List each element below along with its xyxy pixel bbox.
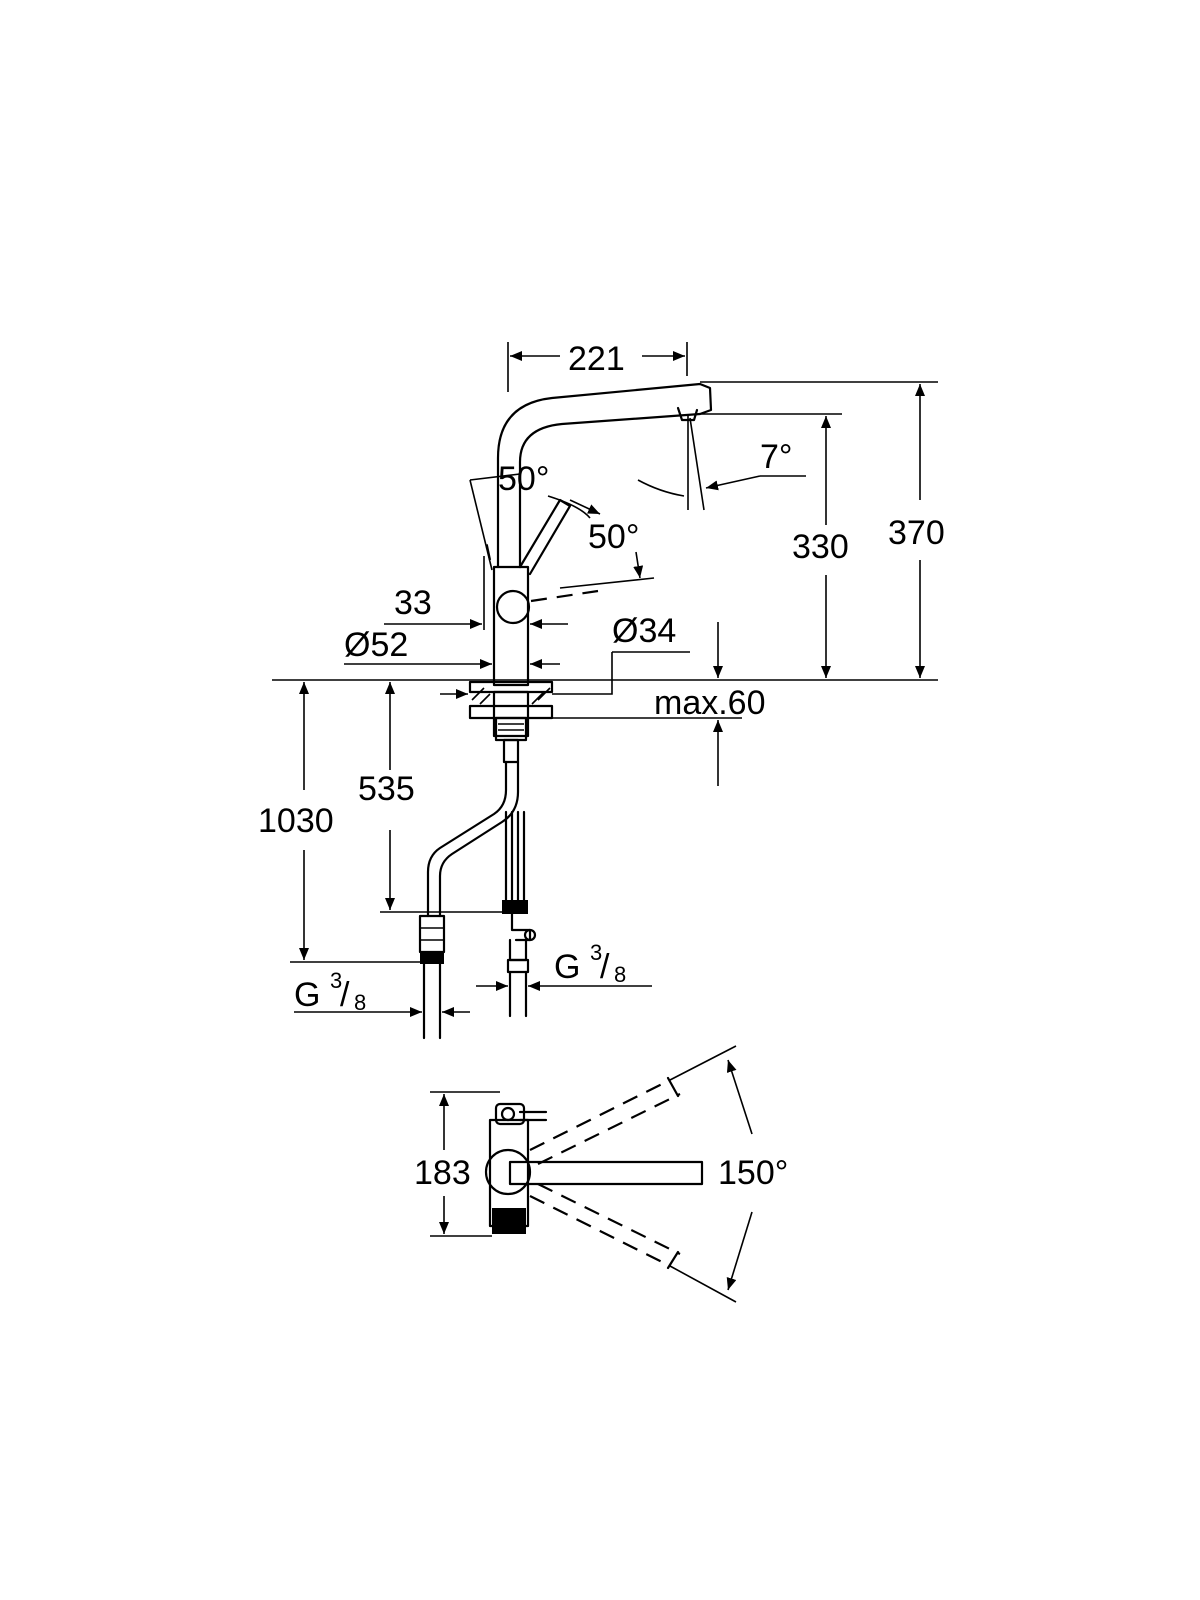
- inlet-right-slash: /: [600, 948, 610, 986]
- label-inlet-right: G 3 / 8: [554, 940, 626, 987]
- label-inlet-left: G 3 / 8: [294, 968, 366, 1015]
- faucet-top-view: [484, 1076, 704, 1270]
- inlet-right-denominator: 8: [614, 962, 626, 987]
- label-spout-height: 330: [792, 528, 849, 566]
- label-spout-tilt: 7°: [760, 438, 793, 476]
- inlet-left-numerator: 3: [330, 968, 342, 993]
- inlet-right-numerator: 3: [590, 940, 602, 965]
- label-spout-reach: 221: [568, 340, 625, 378]
- label-base-diameter: Ø52: [344, 626, 408, 664]
- label-hose-length-short: 535: [358, 770, 415, 808]
- faucet-side-view: [418, 382, 713, 1040]
- label-lever-offset: 33: [394, 584, 432, 622]
- label-lever-angle-back: 50°: [498, 460, 549, 498]
- label-hose-length-long: 1030: [258, 802, 334, 840]
- top-view-dimensions: [430, 1045, 753, 1303]
- inlet-left-denominator: 8: [354, 990, 366, 1015]
- label-top-view-depth: 183: [414, 1154, 471, 1192]
- label-max-deck-thickness: max.60: [654, 684, 766, 722]
- inlet-right-g: G: [554, 948, 580, 986]
- label-lever-angle-front: 50°: [588, 518, 639, 556]
- label-mount-hole-diameter: Ø34: [612, 612, 676, 650]
- label-swivel-angle: 150°: [718, 1154, 788, 1192]
- dimension-lines: [272, 342, 938, 1017]
- deck-hatch: [471, 687, 551, 705]
- thread-hatch: [492, 1208, 526, 1234]
- label-total-height: 370: [888, 514, 945, 552]
- inlet-left-g: G: [294, 976, 320, 1014]
- inlet-left-slash: /: [340, 976, 350, 1014]
